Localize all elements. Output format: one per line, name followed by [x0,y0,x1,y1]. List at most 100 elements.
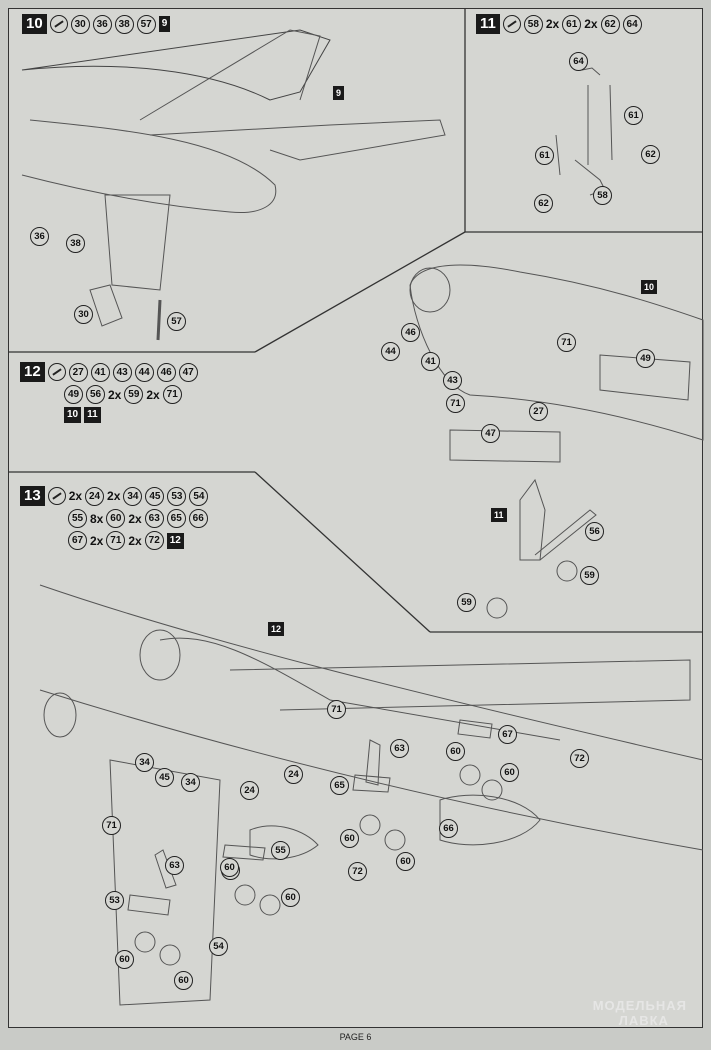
part-callout: 54 [209,937,228,956]
watermark-line: МОДЕЛЬНАЯ [592,998,687,1013]
part-ref: 62 [600,14,620,34]
part-ref: 27 [68,362,88,382]
glue-icon [47,363,66,381]
glue-icon [49,15,68,33]
part-callout: 60 [396,852,415,871]
diagram-tag: 9 [333,86,345,100]
qty-label: 2x [146,387,160,402]
part-ref: 67 [68,531,87,550]
watermark-logo: МОДЕЛЬНАЯ ЛАВКА [593,998,687,1028]
diagram-tag: 11 [491,508,507,522]
step-number: 10 [22,14,47,34]
qty-label: 2x [108,387,122,402]
part-callout: 34 [181,773,200,792]
part-ref: 53 [167,486,187,506]
part-callout: 62 [534,194,553,213]
part-callout: 27 [529,402,548,421]
qty-label: 2x [584,17,598,31]
part-callout: 64 [569,52,588,71]
part-ref: 71 [162,385,182,404]
part-callout: 59 [580,566,599,585]
part-ref: 45 [145,486,165,506]
qty-label: 2x [128,511,142,526]
qty-label: 2x [90,533,104,548]
part-callout: 60 [340,829,359,848]
part-callout: 61 [624,106,643,125]
qty-label: 2x [128,533,142,548]
step-number: 13 [20,486,45,506]
part-callout: 53 [105,891,124,910]
part-callout: 60 [115,950,134,969]
part-callout: 55 [271,841,290,860]
part-callout: 59 [457,593,476,612]
part-callout: 60 [446,742,465,761]
part-callout: 63 [390,739,409,758]
part-ref: 54 [189,486,209,506]
step-ref-badge: 11 [84,407,101,423]
step-13-header: 13 2x 24 2x 34 45 53 54 55 8x 60 2x 63 6… [20,486,209,550]
page-number: PAGE 6 [339,1032,372,1042]
part-callout: 24 [284,765,303,784]
part-callout: 72 [570,749,589,768]
step-number: 11 [476,14,500,34]
part-callout: 72 [348,862,367,881]
part-callout: 71 [446,394,465,413]
part-callout: 57 [167,312,186,331]
qty-label: 2x [545,17,560,31]
part-ref: 43 [112,362,132,382]
part-callout: 65 [330,776,349,795]
step-ref-badge: 9 [158,16,171,32]
step-number: 12 [20,362,45,382]
part-callout: 60 [500,763,519,782]
part-ref: 59 [124,385,144,404]
part-callout: 56 [585,522,604,541]
glue-icon [502,15,521,33]
part-ref: 55 [68,509,87,528]
part-ref: 46 [156,362,176,382]
qty-label: 8x [90,511,104,526]
part-ref: 60 [106,509,126,528]
part-callout: 41 [421,352,440,371]
part-callout: 60 [281,888,300,907]
part-callout: 47 [481,424,500,443]
part-ref: 49 [64,385,83,404]
part-ref: 38 [114,14,134,34]
step-10-header: 10 30 36 38 57 9 [22,14,171,34]
diagram-tag: 12 [268,622,285,636]
part-callout: 38 [66,234,85,253]
part-callout: 43 [443,371,462,390]
part-ref: 57 [136,14,156,34]
step-11-header: 11 58 2x 61 2x 62 64 [476,14,642,34]
part-callout: 36 [30,227,49,246]
part-callout: 49 [636,349,655,368]
step-ref-badge: 12 [166,532,184,549]
part-callout: 60 [220,858,239,877]
part-callout: 58 [593,186,612,205]
part-ref: 72 [144,531,164,550]
part-callout: 61 [535,146,554,165]
part-callout: 71 [557,333,576,352]
part-callout: 66 [439,819,458,838]
part-ref: 64 [622,14,642,34]
part-ref: 71 [106,531,126,550]
glue-icon [47,487,66,505]
watermark-line: ЛАВКА [618,1013,669,1028]
part-callout: 44 [381,342,400,361]
part-callout: 62 [641,145,660,164]
part-ref: 65 [166,509,186,528]
part-callout: 71 [327,700,346,719]
part-ref: 24 [85,486,105,506]
part-ref: 36 [92,14,112,34]
part-callout: 71 [102,816,121,835]
part-ref: 47 [178,362,198,382]
diagram-tag: 10 [641,280,658,294]
part-callout: 24 [240,781,259,800]
part-ref: 56 [86,385,105,404]
qty-label: 2x [68,489,83,503]
part-ref: 34 [123,486,143,506]
part-ref: 66 [188,509,208,528]
step-ref-badge: 10 [64,407,82,423]
part-ref: 44 [134,362,154,382]
step-12-header: 12 27 41 43 44 46 47 49 56 2x 59 2x 71 1… [20,362,198,423]
